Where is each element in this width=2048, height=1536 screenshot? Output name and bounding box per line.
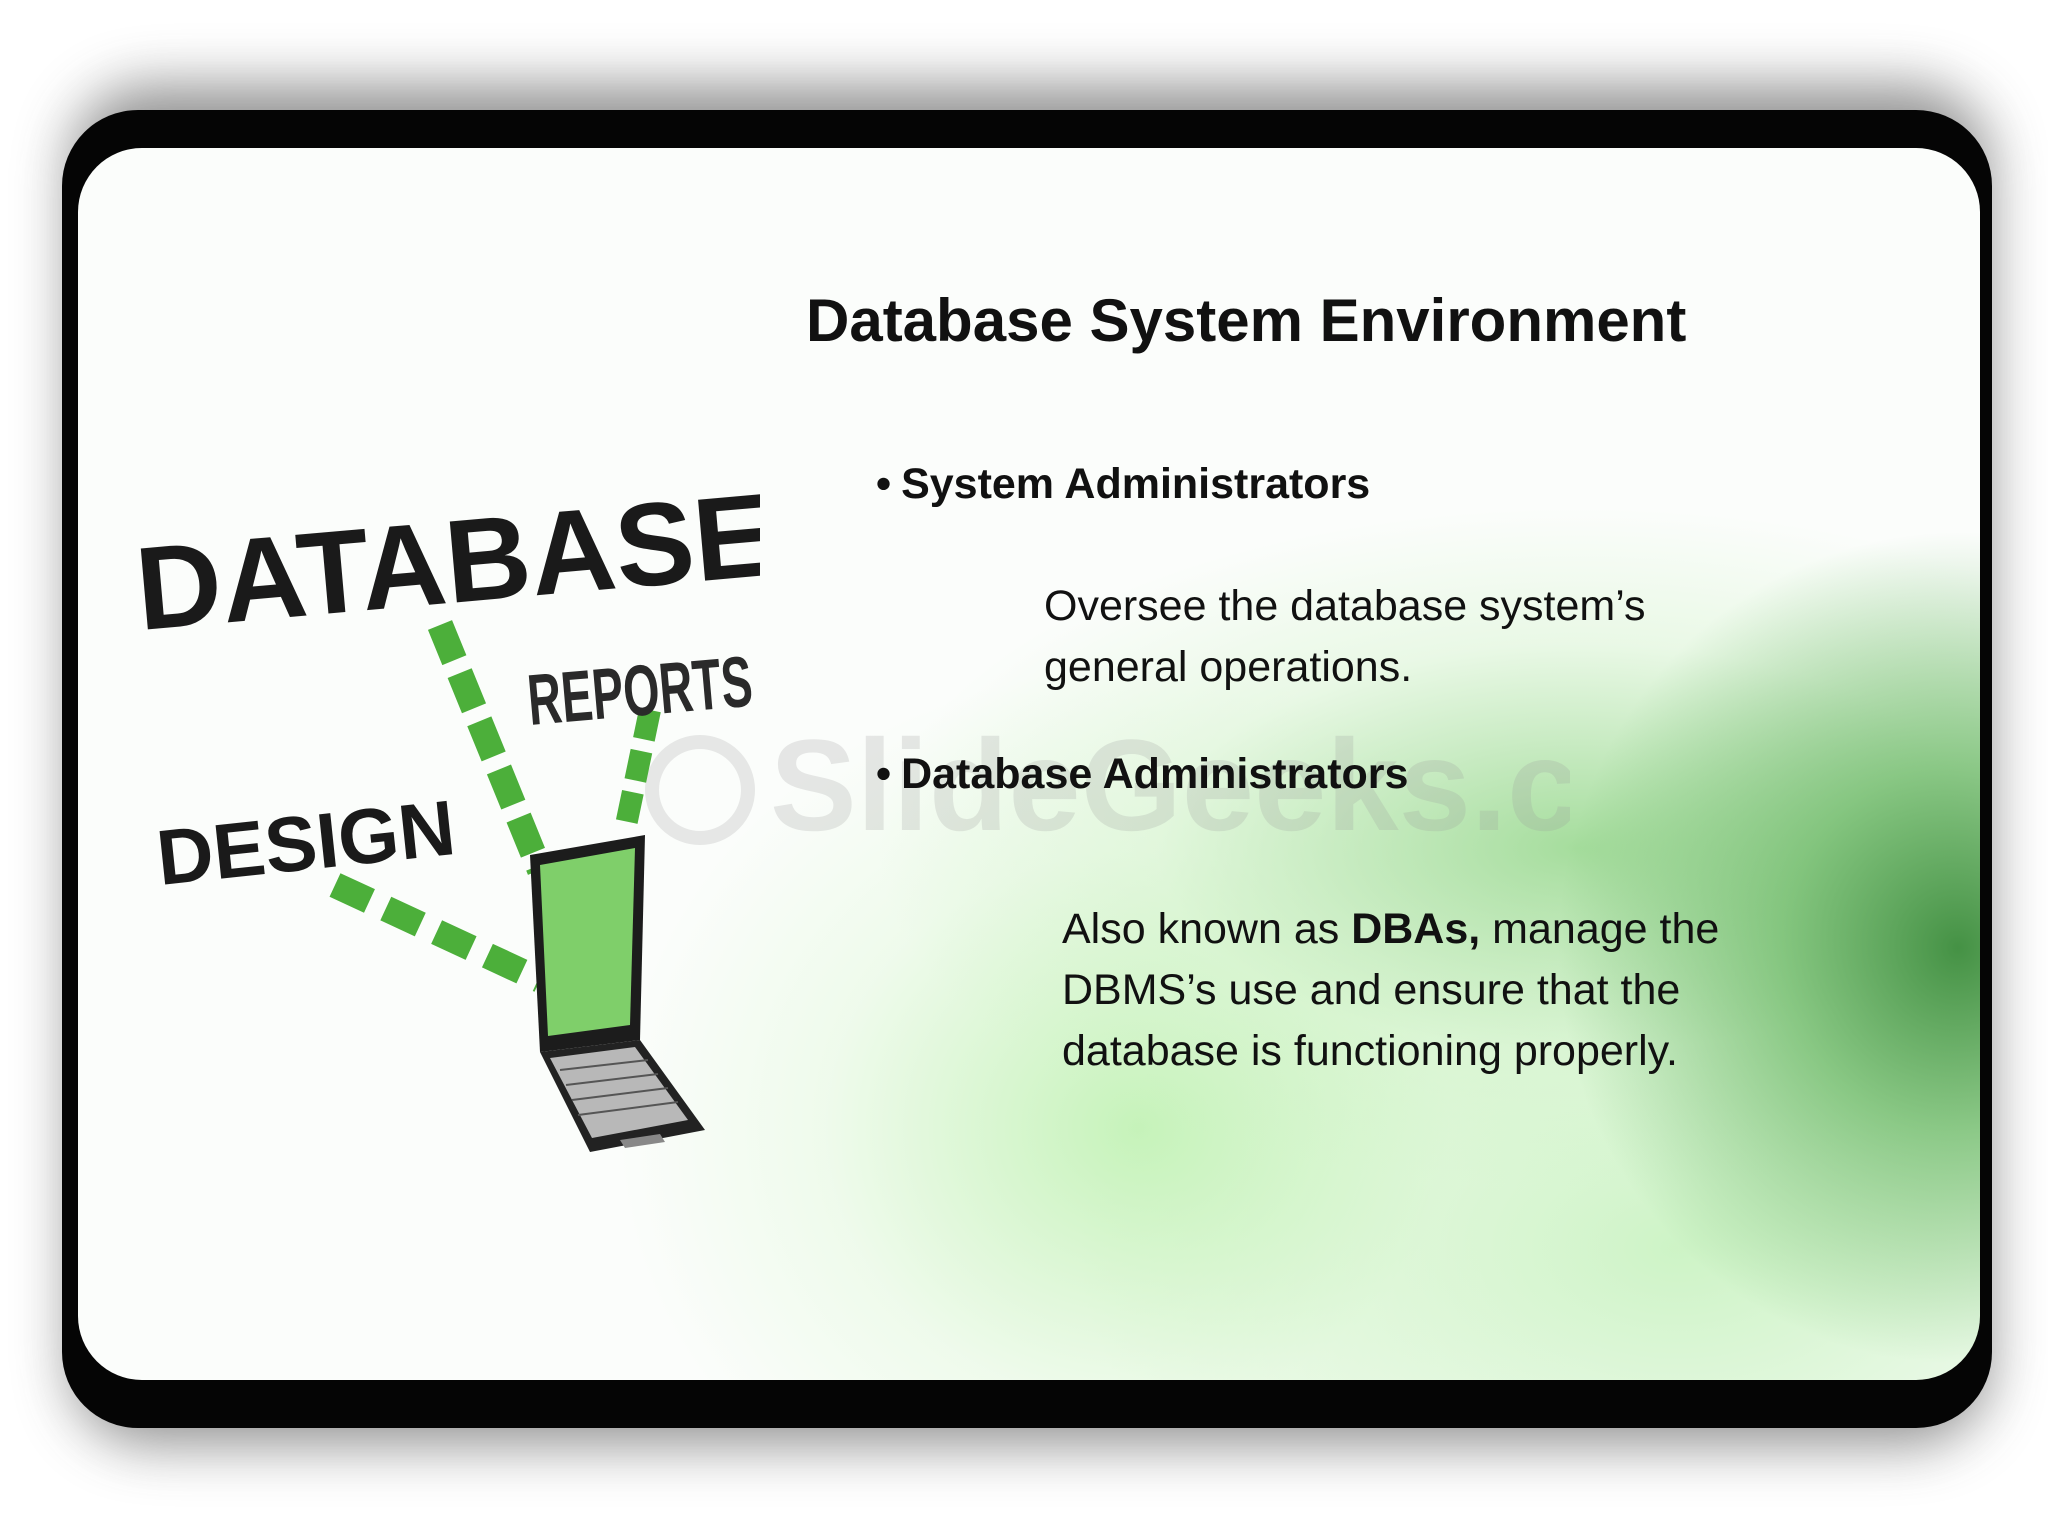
description-prefix: Also known as <box>1062 905 1352 953</box>
word-design: DESIGN <box>153 783 460 902</box>
svg-text:REPORTS: REPORTS <box>524 642 755 741</box>
bullet-dot: • <box>876 460 892 508</box>
connector-reports <box>614 707 661 833</box>
watermark-logo-icon <box>645 735 755 845</box>
slide-card <box>78 148 1980 1380</box>
description-bold: DBAs, <box>1351 905 1481 953</box>
connector-database <box>427 620 553 875</box>
bullet-system-administrators: •System Administrators <box>876 460 1370 509</box>
connector-lines <box>329 620 661 992</box>
bullet-label: System Administrators <box>901 460 1371 508</box>
description-suffix: manage the DBMS’s use and ensure that th… <box>1062 905 1720 1075</box>
word-reports: REPORTS <box>524 642 755 741</box>
svg-text:DESIGN: DESIGN <box>153 783 460 902</box>
bullet-label: Database Administrators <box>901 750 1409 798</box>
bullet-description: Oversee the database system’s general op… <box>1044 582 1646 691</box>
bullet-description: Also known as DBAs, manage the DBMS’s us… <box>1062 899 1782 1082</box>
laptop-icon <box>530 835 705 1152</box>
slide-title: Database System Environment <box>806 287 1687 354</box>
svg-text:DATABASE: DATABASE <box>131 469 760 656</box>
word-database: DATABASE <box>131 469 778 656</box>
database-illustration: DATABASE REPORTS DESIGN <box>120 440 778 1180</box>
connector-design <box>329 873 546 992</box>
bullet-database-administrators: •Database Administrators <box>876 750 1408 799</box>
bullet-dot: • <box>876 750 892 798</box>
